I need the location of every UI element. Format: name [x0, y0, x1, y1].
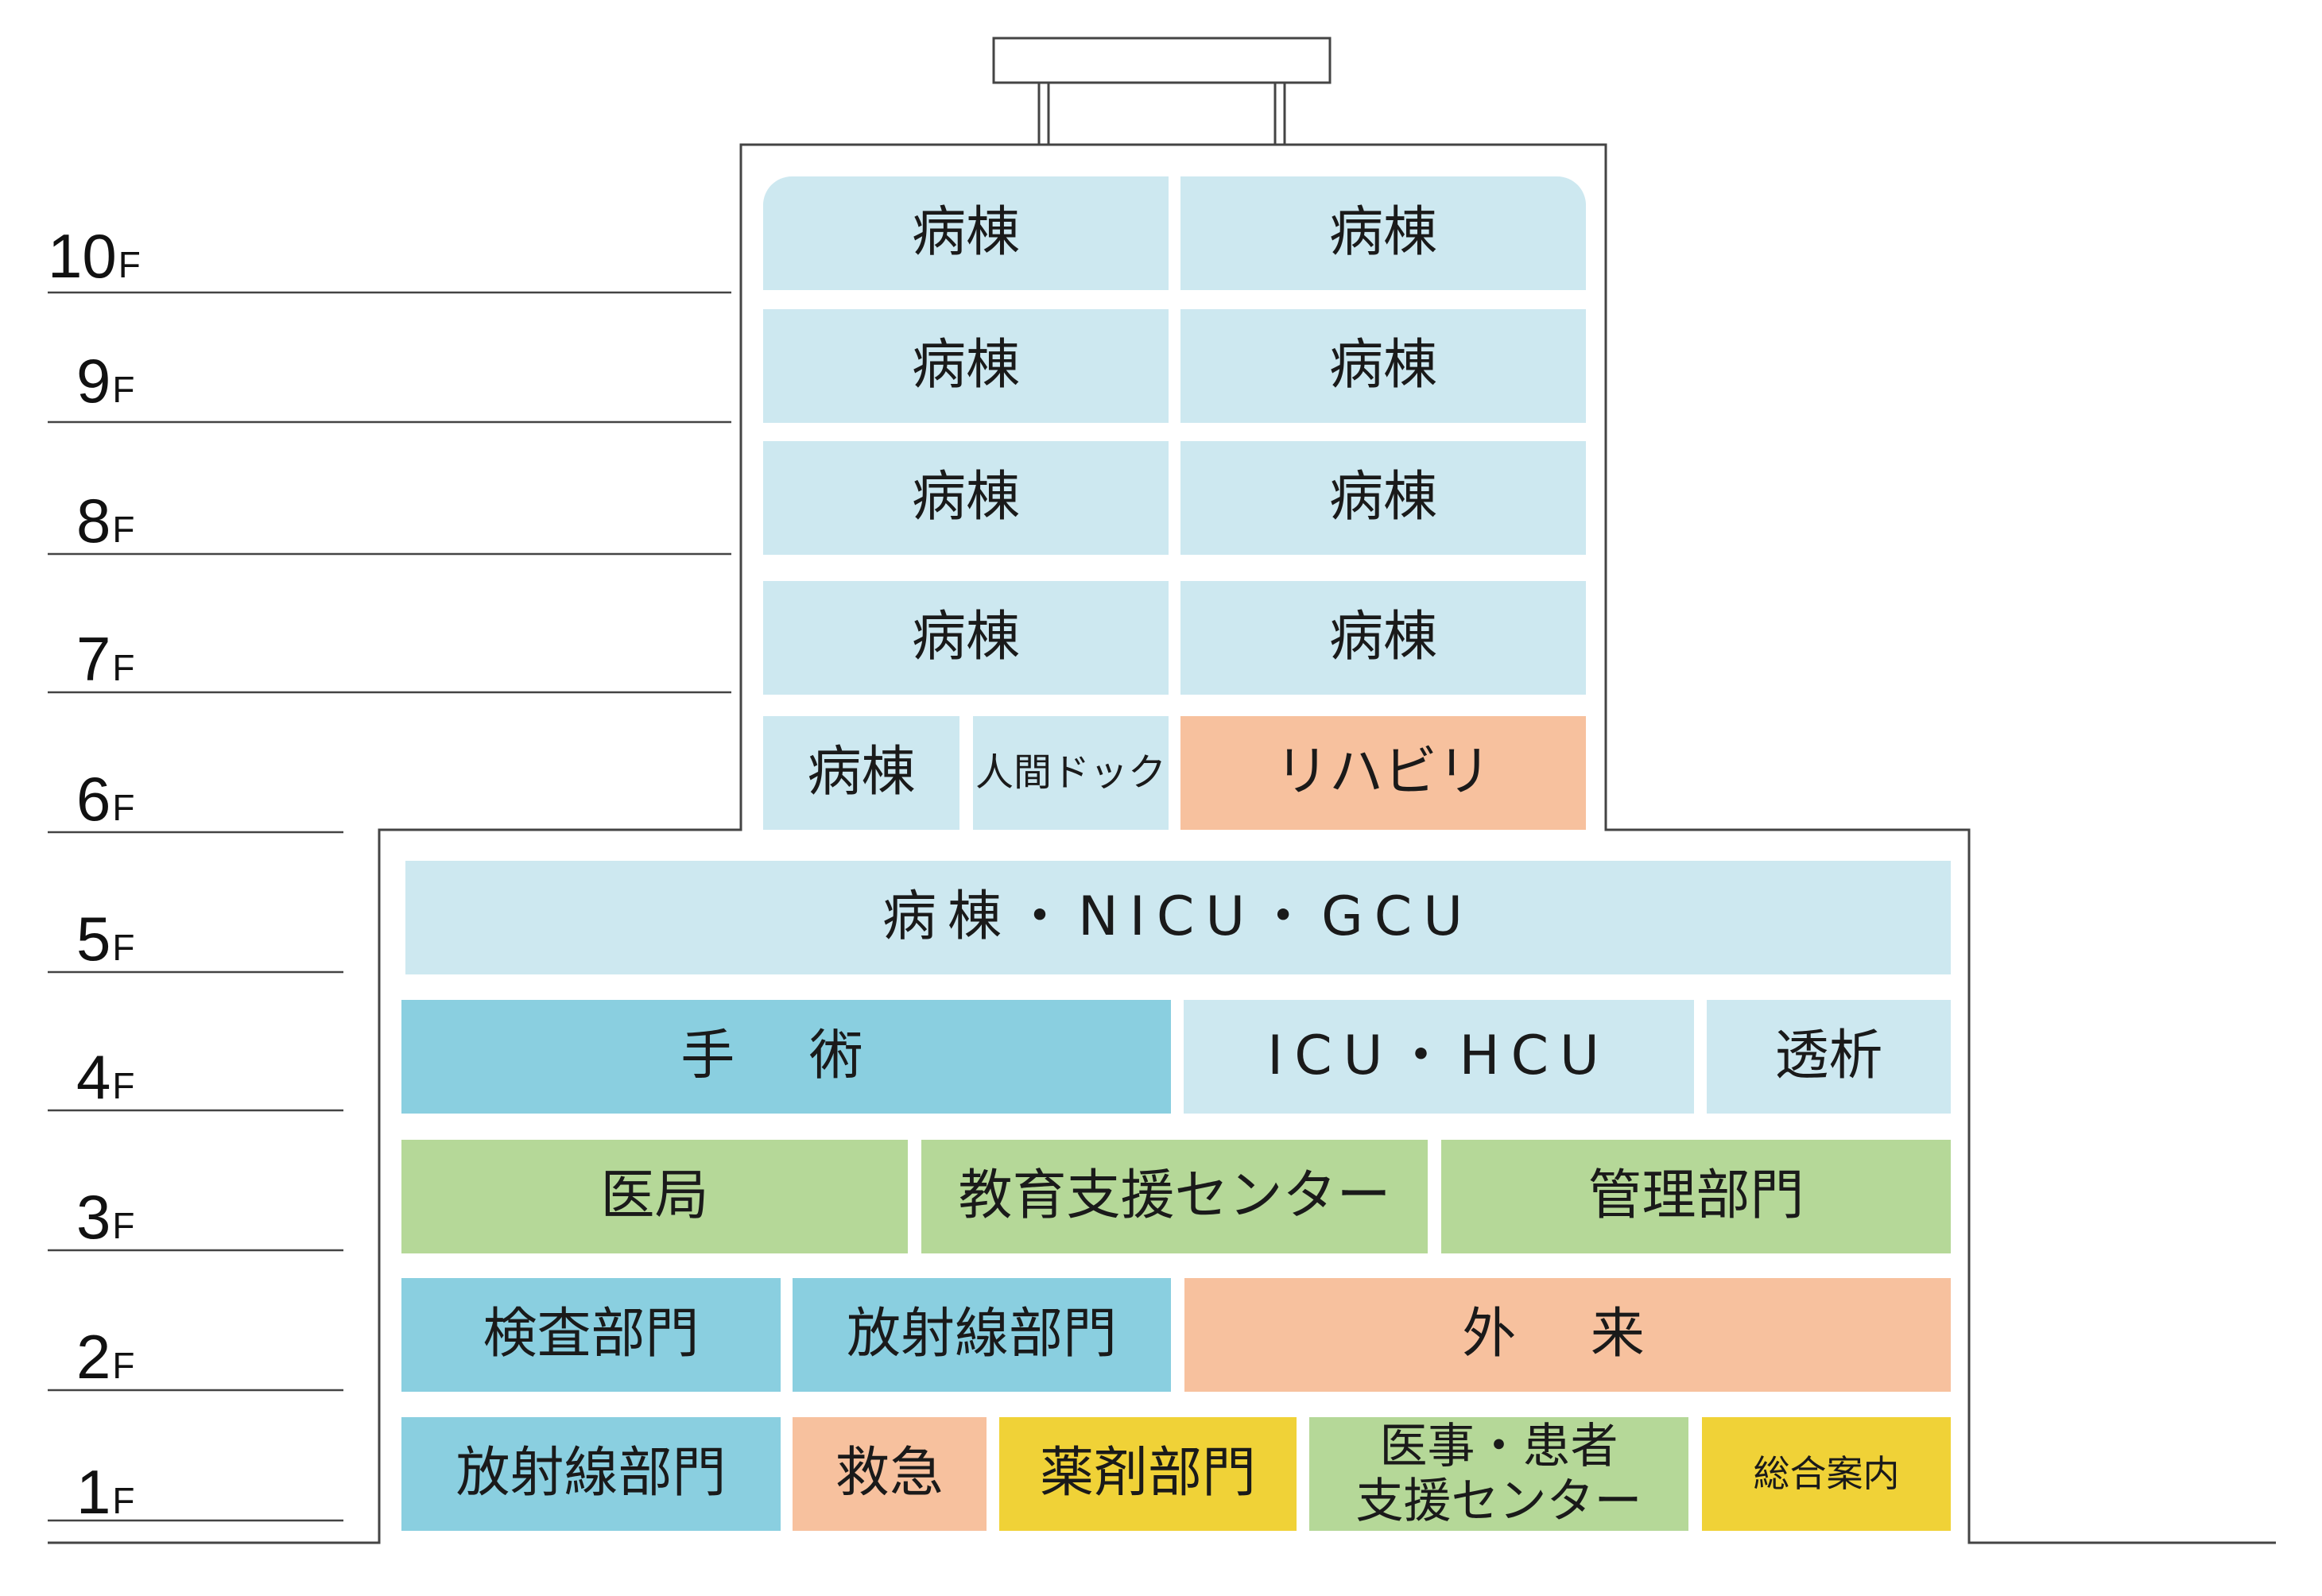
floor-label-8: 8F: [76, 486, 135, 556]
f10-ward-left: 病棟: [763, 176, 1169, 290]
f2-radiology: 放射線部門: [793, 1278, 1171, 1392]
f6-health-checkup: 人間ドック: [973, 716, 1169, 830]
rooftop-structure: [992, 37, 1332, 84]
f6-ward: 病棟: [763, 716, 959, 830]
f9-ward-right: 病棟: [1180, 309, 1586, 423]
floor-label-5: 5F: [76, 904, 135, 974]
floor-label-2: 2F: [76, 1322, 135, 1392]
f7-ward-left: 病棟: [763, 581, 1169, 695]
floor-lines: [48, 291, 731, 1522]
f1-support-line2: 支援センター: [1355, 1473, 1642, 1529]
f9-ward-left: 病棟: [763, 309, 1169, 423]
f2-outpatient: 外 来: [1184, 1278, 1951, 1392]
f4-surgery: 手 術: [401, 1000, 1171, 1114]
floor-label-6: 6F: [76, 764, 135, 834]
f3-administration: 管理部門: [1441, 1140, 1951, 1253]
f1-radiology: 放射線部門: [401, 1417, 781, 1531]
f5-ward-nicu-gcu: 病棟・NICU・GCU: [405, 861, 1951, 974]
f6-rehabilitation: リハビリ: [1180, 716, 1586, 830]
floor-label-10: 10F: [48, 221, 141, 291]
f7-ward-right: 病棟: [1180, 581, 1586, 695]
f8-ward-left: 病棟: [763, 441, 1169, 555]
f1-general-information: 総合案内: [1702, 1417, 1951, 1531]
f1-emergency: 救急: [793, 1417, 987, 1531]
f8-ward-right: 病棟: [1180, 441, 1586, 555]
floor-label-7: 7F: [76, 624, 135, 694]
f1-pharmacy: 薬剤部門: [999, 1417, 1297, 1531]
f1-support-line1: 医事・患者: [1379, 1418, 1618, 1474]
floor-label-1: 1F: [76, 1457, 135, 1527]
f3-education-support-center: 教育支援センター: [921, 1140, 1428, 1253]
floor-label-9: 9F: [76, 346, 135, 416]
f1-patient-support-center: 医事・患者 支援センター: [1309, 1417, 1688, 1531]
f3-medical-office: 医局: [401, 1140, 908, 1253]
floor-label-3: 3F: [76, 1182, 135, 1252]
f4-dialysis: 透析: [1707, 1000, 1951, 1114]
floor-label-4: 4F: [76, 1042, 135, 1112]
f4-icu-hcu: ICU・HCU: [1184, 1000, 1694, 1114]
f2-laboratory: 検査部門: [401, 1278, 781, 1392]
f10-ward-right: 病棟: [1180, 176, 1586, 290]
building-silhouette: [48, 143, 2276, 1544]
